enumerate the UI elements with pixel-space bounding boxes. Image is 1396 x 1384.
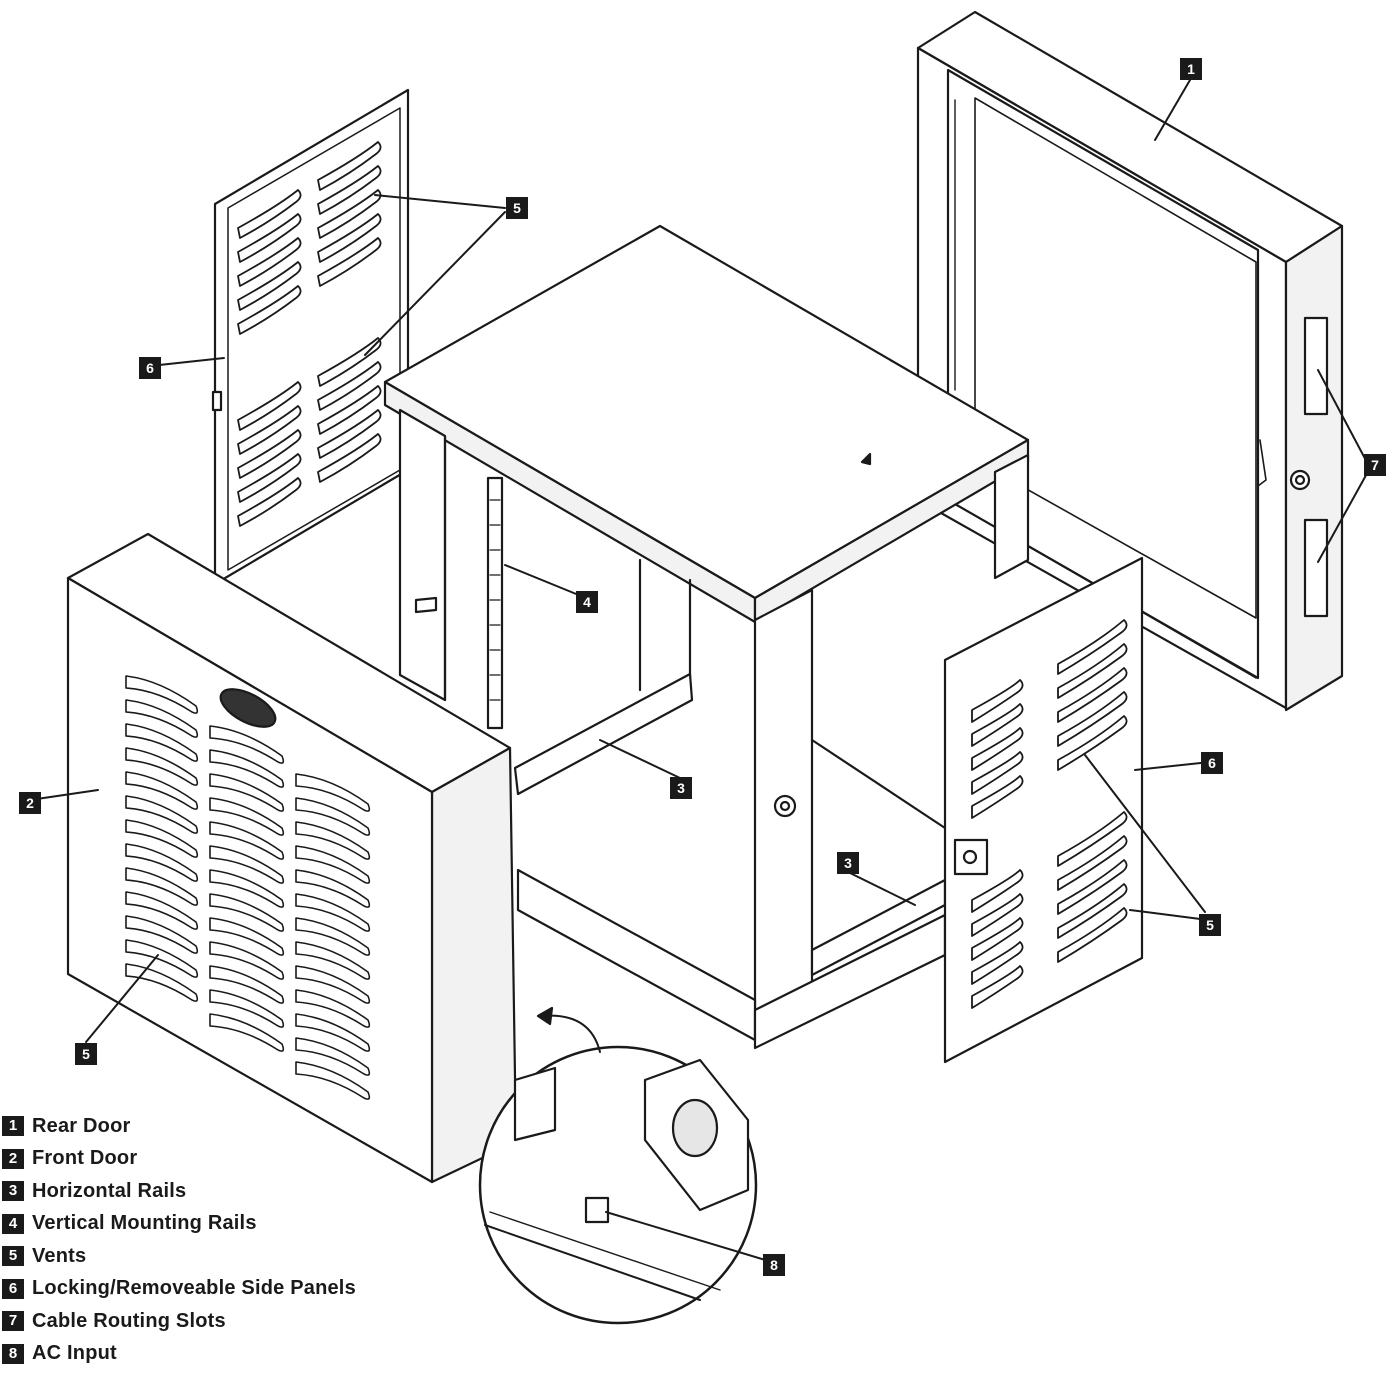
ac-inlet-icon	[584, 1196, 610, 1224]
ac-input-detail	[478, 1006, 758, 1325]
legend-item: 8 AC Input	[2, 1338, 356, 1371]
legend-label: Vertical Mounting Rails	[32, 1212, 257, 1235]
callout-vents-top-left: 5	[506, 197, 528, 219]
legend-number: 1	[2, 1116, 24, 1137]
vertical-mounting-rail	[486, 476, 504, 730]
horizontal-rail-left	[513, 672, 694, 796]
svg-text:3: 3	[844, 855, 852, 871]
legend-number: 5	[2, 1246, 24, 1267]
callout-labels: 1 2 3 3 4 5 5 5	[19, 58, 1386, 1276]
legend-label: Cable Routing Slots	[32, 1309, 226, 1332]
right-side-panel	[943, 556, 1144, 1064]
callout-panel-left: 6	[139, 357, 161, 379]
cable-slot-upper	[1303, 316, 1329, 416]
callout-vertical-rail: 4	[576, 591, 598, 613]
legend-number: 8	[2, 1343, 24, 1364]
callout-cable-slots: 7	[1364, 454, 1386, 476]
legend-label: AC Input	[32, 1342, 117, 1365]
right-panel-lock-icon	[953, 838, 989, 876]
svg-text:3: 3	[677, 780, 685, 796]
legend-number: 2	[2, 1148, 24, 1169]
legend-label: Rear Door	[32, 1114, 131, 1137]
legend-item: 3 Horizontal Rails	[2, 1175, 356, 1208]
svg-text:6: 6	[146, 360, 154, 376]
legend-item: 7 Cable Routing Slots	[2, 1305, 356, 1338]
rear-lock-icon	[1289, 469, 1311, 491]
svg-text:4: 4	[583, 594, 591, 610]
cable-slot-lower	[1303, 518, 1329, 618]
left-side-panel	[211, 88, 410, 586]
legend-number: 7	[2, 1311, 24, 1332]
legend-label: Horizontal Rails	[32, 1179, 187, 1202]
parts-legend: 1 Rear Door 2 Front Door 3 Horizontal Ra…	[2, 1110, 356, 1370]
legend-number: 3	[2, 1181, 24, 1202]
left-panel-latch-icon	[211, 390, 223, 412]
legend-number: 4	[2, 1213, 24, 1234]
brand-logo-badge	[219, 688, 277, 728]
legend-item: 1 Rear Door	[2, 1110, 356, 1143]
callout-panel-right: 6	[1201, 752, 1223, 774]
legend-label: Front Door	[32, 1147, 138, 1170]
svg-text:8: 8	[770, 1257, 778, 1273]
legend-item: 2 Front Door	[2, 1143, 356, 1176]
cabinet-lock-icon	[773, 794, 797, 818]
svg-text:1: 1	[1187, 61, 1195, 77]
svg-text:6: 6	[1208, 755, 1216, 771]
svg-text:7: 7	[1371, 457, 1379, 473]
callout-rail-left: 3	[670, 777, 692, 799]
callout-rail-right: 3	[837, 852, 859, 874]
legend-number: 6	[2, 1278, 24, 1299]
right-panel-vents	[971, 619, 1128, 1009]
leader-lines	[29, 79, 1371, 1263]
front-latch-icon	[414, 596, 438, 614]
svg-text:5: 5	[513, 200, 521, 216]
legend-label: Locking/Removeable Side Panels	[32, 1277, 356, 1300]
left-panel-vents	[237, 141, 382, 527]
legend-item: 4 Vertical Mounting Rails	[2, 1208, 356, 1241]
legend-item: 5 Vents	[2, 1240, 356, 1273]
front-door	[66, 532, 518, 1184]
legend-item: 6 Locking/Removeable Side Panels	[2, 1273, 356, 1306]
legend-label: Vents	[32, 1244, 87, 1267]
callout-rear-door: 1	[1180, 58, 1202, 80]
svg-text:2: 2	[26, 795, 34, 811]
callout-front-door: 2	[19, 792, 41, 814]
front-door-vents	[125, 675, 371, 1100]
callout-ac-input: 8	[763, 1254, 785, 1276]
svg-text:5: 5	[1206, 917, 1214, 933]
callout-vents-front: 5	[75, 1043, 97, 1065]
svg-text:5: 5	[82, 1046, 90, 1062]
callout-vents-right: 5	[1199, 914, 1221, 936]
